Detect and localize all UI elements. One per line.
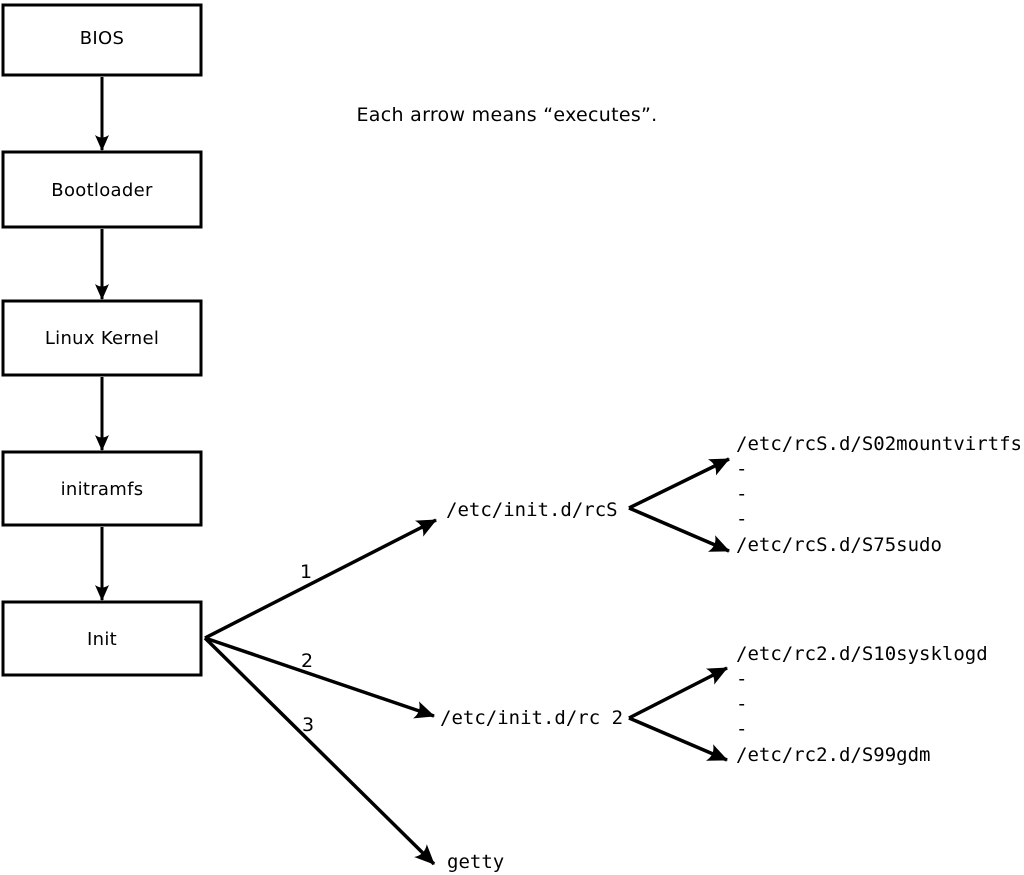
arrow-order-label-3: 3 (302, 714, 314, 736)
rcs-child-dash-3: - (736, 508, 747, 530)
arrow-init-to-getty (203, 636, 436, 866)
box-bios (1, 3, 203, 77)
arrow-init-to-rcs (204, 518, 437, 640)
rcs-child-dash-1: - (736, 458, 747, 480)
box-bootloader-label: Bootloader (51, 180, 153, 201)
arrow-rcs-to-first-child (628, 457, 730, 510)
arrow-rc2-to-first-child (628, 666, 728, 720)
arrow-order-label-1: 1 (300, 561, 312, 583)
arrow-rc2-to-last-child (628, 716, 728, 762)
label-getty: getty (447, 851, 504, 873)
box-bios-label: BIOS (80, 28, 124, 49)
arrow-init-to-rc2 (204, 636, 435, 719)
rc2-child-dash-1: - (736, 668, 747, 690)
rc2-child-last: /etc/rc2.d/S99gdm (736, 744, 930, 766)
box-initramfs (1, 450, 203, 527)
arrow-rcs-to-last-child (628, 506, 730, 553)
box-initramfs-label: initramfs (61, 479, 144, 500)
box-init-label: Init (87, 629, 117, 650)
box-bootloader (1, 150, 203, 229)
label-rcs-script: /etc/init.d/rcS (446, 499, 618, 521)
rcs-child-dash-2: - (736, 483, 747, 505)
rc2-child-dash-3: - (736, 718, 747, 740)
rcs-child-last: /etc/rcS.d/S75sudo (736, 534, 942, 556)
box-linux-kernel (1, 299, 203, 377)
rc2-child-first: /etc/rc2.d/S10sysklogd (736, 643, 988, 665)
box-linux-kernel-label: Linux Kernel (45, 328, 159, 349)
arrow-order-label-2: 2 (301, 650, 313, 672)
label-rc2-script: /etc/init.d/rc 2 (440, 707, 623, 729)
box-init (1, 600, 203, 677)
rc2-child-dash-2: - (736, 693, 747, 715)
rcs-child-first: /etc/rcS.d/S02mountvirtfs (736, 433, 1022, 455)
note-text: Each arrow means “executes”. (356, 104, 657, 126)
